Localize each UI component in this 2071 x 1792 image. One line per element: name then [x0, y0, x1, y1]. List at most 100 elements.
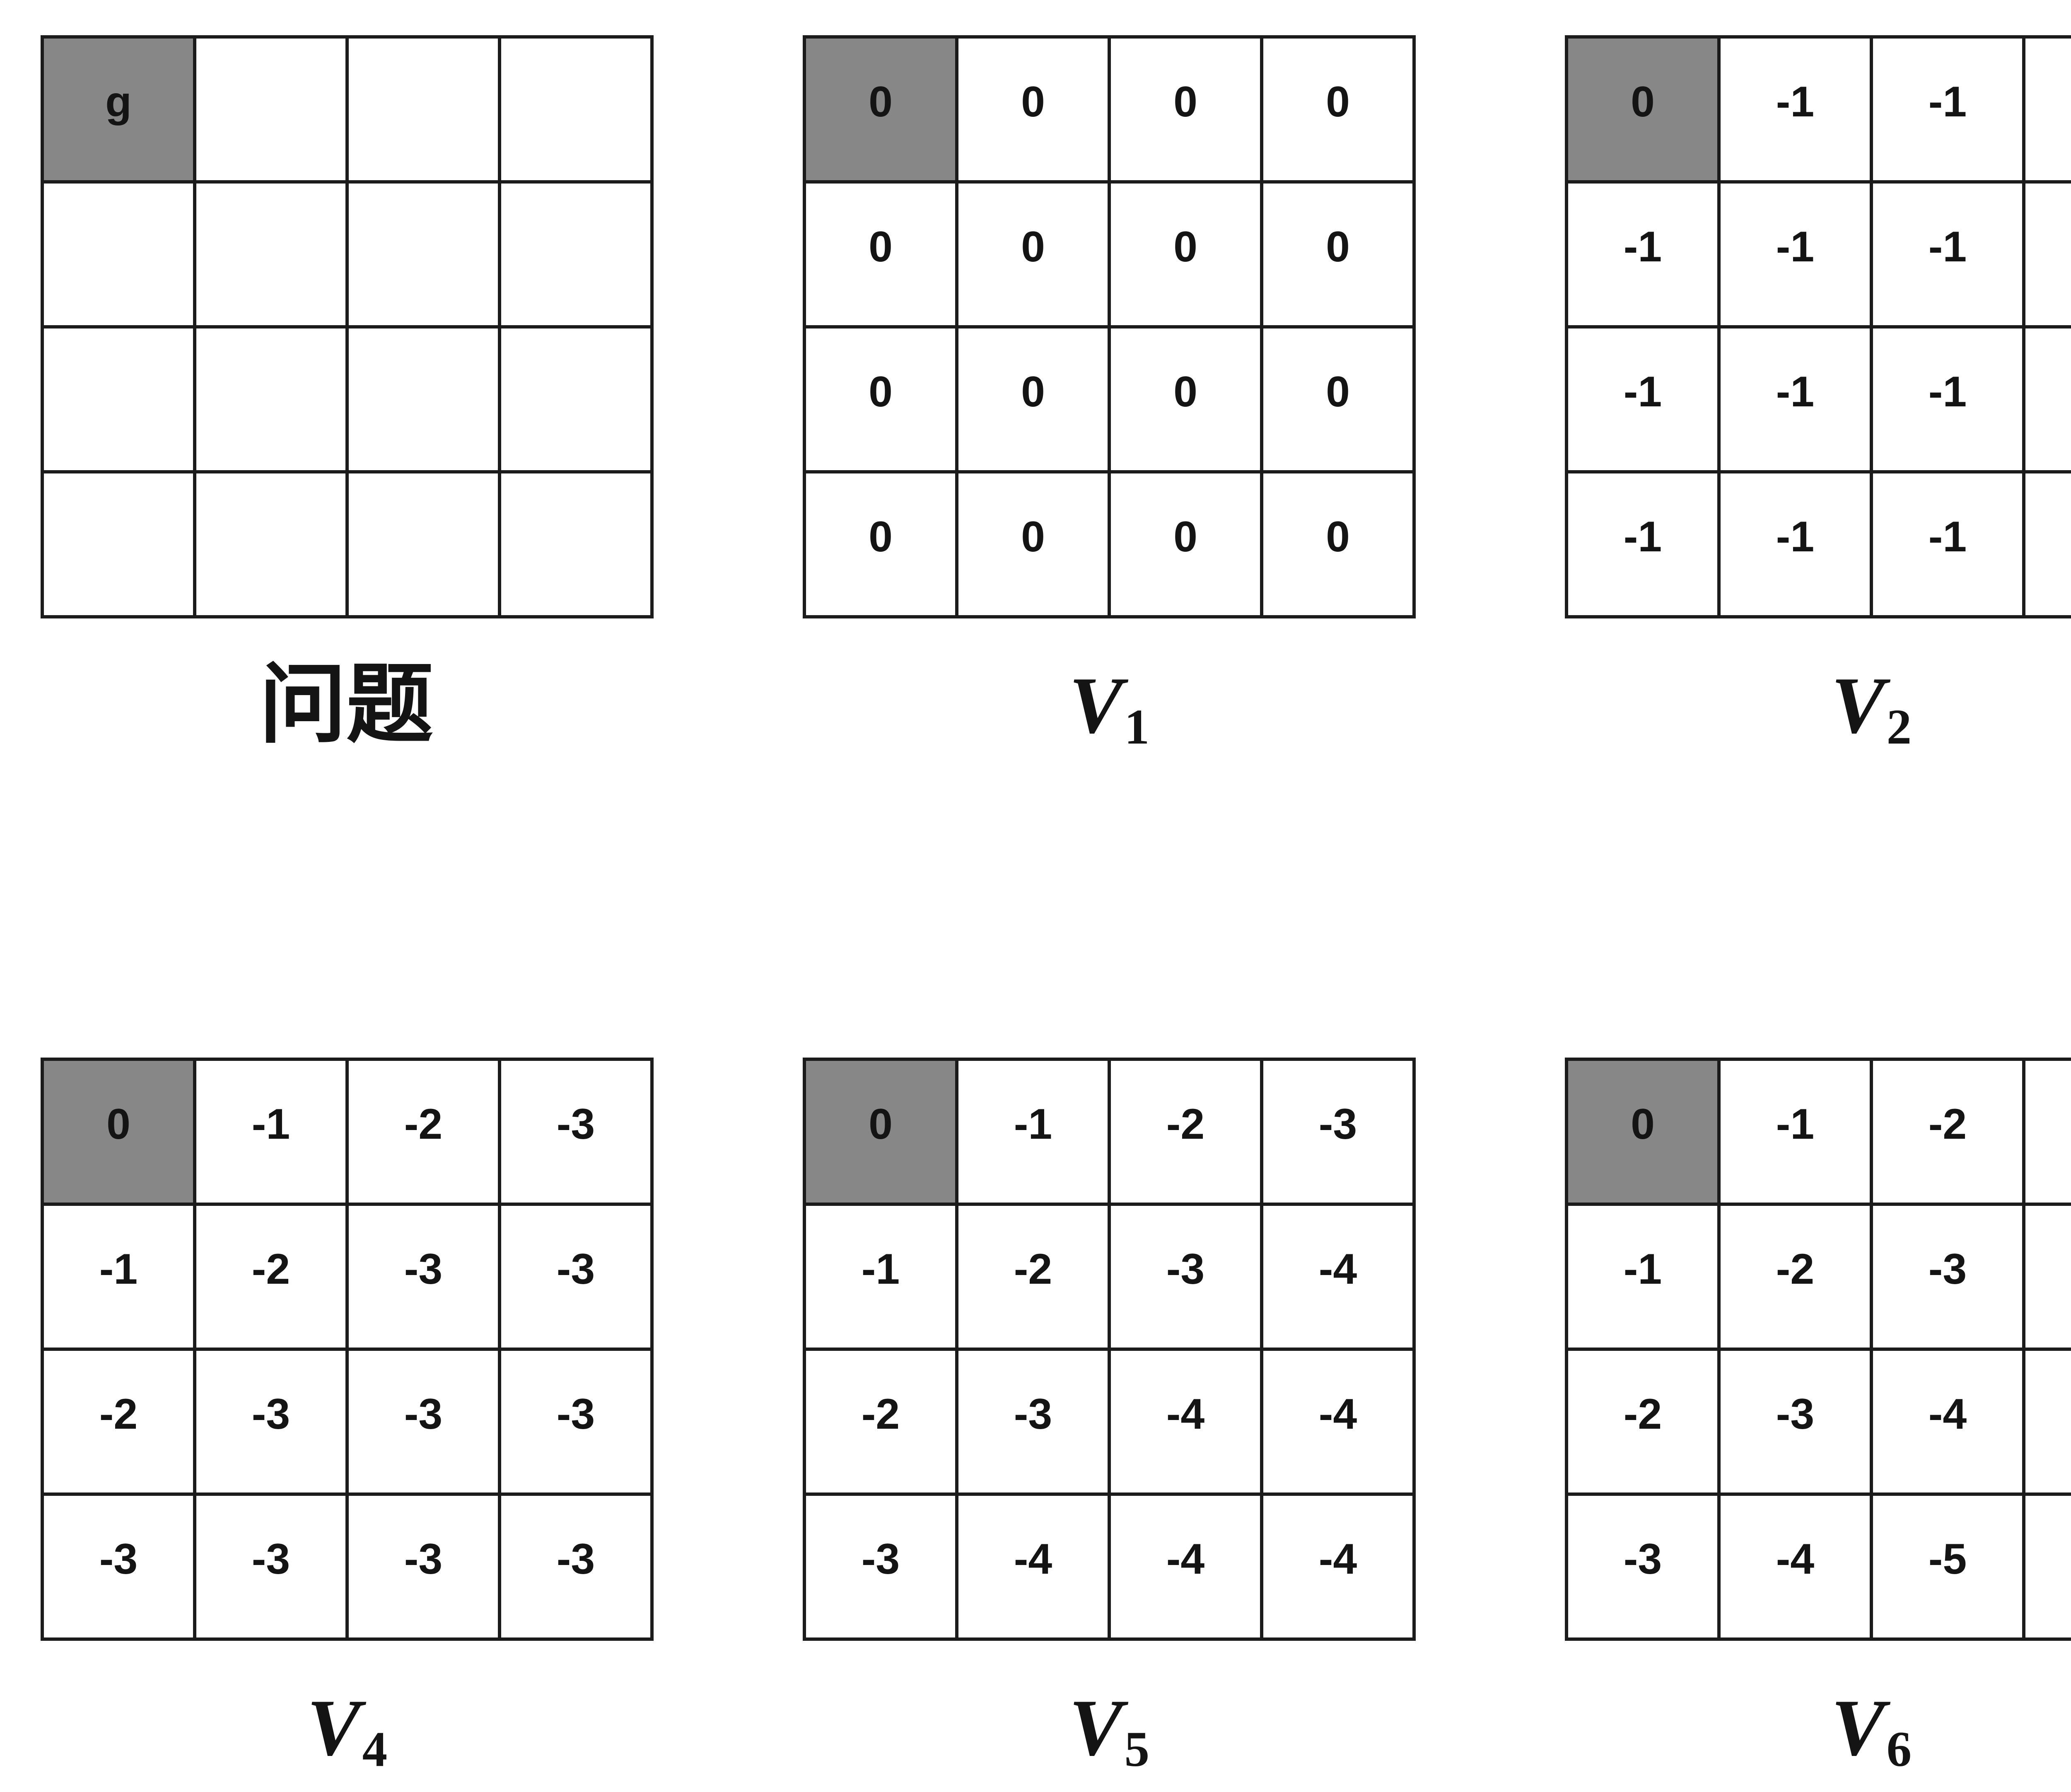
grid-cell: -1 [1565, 325, 1721, 473]
grid-cell [345, 180, 501, 328]
grid-cell: -3 [955, 1348, 1111, 1496]
grid-cell: -2 [41, 1348, 196, 1496]
grid-cell: -3 [1870, 1203, 2025, 1351]
grid-cell [498, 35, 654, 184]
grid-cell: 0 [1260, 35, 1416, 184]
grid-table-row: -1-2-3-4 [1565, 1203, 2071, 1351]
grid-table-row: g [41, 35, 654, 184]
grid-cell: -4 [2022, 1203, 2071, 1351]
grid-cell: -3 [803, 1493, 958, 1641]
grid-cell: -3 [1565, 1493, 1721, 1641]
grid-cell: -3 [193, 1493, 349, 1641]
grid-label-subscript: 5 [1124, 1721, 1150, 1777]
grid-cell: -1 [1717, 1058, 1873, 1206]
grid-cell [345, 325, 501, 473]
grid-label-text: V [1831, 1683, 1885, 1773]
grid-cell: -5 [1870, 1493, 2025, 1641]
grid-table-row: 0-1-2-3 [41, 1058, 654, 1206]
grid-cell: 0 [955, 180, 1111, 328]
goal-cell: 0 [1565, 1058, 1721, 1206]
grid-cell [345, 470, 501, 618]
grid-cell: 0 [1108, 325, 1263, 473]
grid-label: V4 [41, 1674, 654, 1790]
grid-cell: -3 [41, 1493, 196, 1641]
grid-cell: -3 [498, 1058, 654, 1206]
grid-label-text: V [1069, 661, 1123, 750]
grid-cell [498, 325, 654, 473]
grid-label-text: V [307, 1683, 361, 1773]
grid-cell: -4 [1260, 1348, 1416, 1496]
goal-cell: 0 [41, 1058, 196, 1206]
grid-cell: -3 [1108, 1203, 1263, 1351]
grid-table-row: -2-3-3-3 [41, 1348, 654, 1496]
grid-cell [193, 325, 349, 473]
grid-block: 0-1-2-3-1-2-3-3-2-3-3-3-3-3-3-3 V4 [41, 1058, 654, 1790]
value-grid-body: g [41, 35, 654, 618]
grid-cell: -1 [955, 1058, 1111, 1206]
grid-label-text: V [1831, 661, 1885, 750]
grid-table-row: 0-1-2-3 [1565, 1058, 2071, 1206]
grid-cell [498, 470, 654, 618]
grid-block: 0-1-2-3-1-2-3-4-2-3-4-5-3-4-5-5 V6 [1565, 1058, 2071, 1790]
grid-cell: -4 [1260, 1493, 1416, 1641]
goal-cell: 0 [803, 35, 958, 184]
grid-cell: -1 [2022, 325, 2071, 473]
value-grid-body: 0-1-2-3-1-2-3-4-2-3-4-5-3-4-5-5 [1565, 1058, 2071, 1641]
grid-cell: -3 [498, 1348, 654, 1496]
grid-table-row: -1-2-3-3 [41, 1203, 654, 1351]
grid-table-row: -3-4-5-5 [1565, 1493, 2071, 1641]
grid-cell: 0 [955, 35, 1111, 184]
grid-cell: -1 [41, 1203, 196, 1351]
grid-label: V5 [803, 1674, 1416, 1790]
grid-label-subscript: 2 [1886, 699, 1912, 755]
grid-cell: -3 [1260, 1058, 1416, 1206]
grid-cell: 0 [803, 180, 958, 328]
grid-cell: -1 [193, 1058, 349, 1206]
grid-label-text: V [1069, 1683, 1123, 1773]
grid-cell [193, 180, 349, 328]
grid-table-row: -3-4-4-4 [803, 1493, 1416, 1641]
grid-cell: -2 [1108, 1058, 1263, 1206]
grid-table-row: -2-3-4-5 [1565, 1348, 2071, 1496]
value-grid-table: 0-1-2-3-1-2-3-4-2-3-4-5-3-4-5-5 [1565, 1058, 2071, 1641]
grid-cell: -4 [1108, 1348, 1263, 1496]
value-grid-body: 0-1-2-3-1-2-3-4-2-3-4-4-3-4-4-4 [803, 1058, 1416, 1641]
goal-cell: g [41, 35, 196, 184]
grid-block: 0-1-2-3-1-2-3-4-2-3-4-4-3-4-4-4 V5 [803, 1058, 1416, 1790]
grid-cell [345, 35, 501, 184]
grid-cell: -1 [2022, 35, 2071, 184]
value-grid-body: 0-1-2-3-1-2-3-3-2-3-3-3-3-3-3-3 [41, 1058, 654, 1641]
grid-cell: -2 [345, 1058, 501, 1206]
grid-cell: -2 [1870, 1058, 2025, 1206]
grid-table-row: 0-1-1-1 [1565, 35, 2071, 184]
grid-cell: 0 [1260, 470, 1416, 618]
grid-cell: -3 [193, 1348, 349, 1496]
grid-label: V2 [1565, 652, 2071, 768]
value-grid-table: g [41, 35, 654, 618]
grid-cell: -2 [803, 1348, 958, 1496]
grid-cell: 0 [955, 470, 1111, 618]
grid-cell: -1 [1717, 35, 1873, 184]
grid-cell: -1 [1870, 35, 2025, 184]
grid-cell [498, 180, 654, 328]
grid-cell: -1 [1565, 1203, 1721, 1351]
value-grid-table: 0-1-2-3-1-2-3-4-2-3-4-4-3-4-4-4 [803, 1058, 1416, 1641]
grid-cell: 0 [803, 470, 958, 618]
grid-cell: -5 [2022, 1348, 2071, 1496]
grid-block: 0-1-1-1-1-1-1-1-1-1-1-1-1-1-1-1 V2 [1565, 35, 2071, 768]
grid-cell: -3 [1717, 1348, 1873, 1496]
grid-cell [193, 35, 349, 184]
grid-cell [41, 470, 196, 618]
grid-cell: -1 [803, 1203, 958, 1351]
grid-cell: -2 [193, 1203, 349, 1351]
grid-table-row [41, 180, 654, 328]
grid-label-subscript: 4 [362, 1721, 388, 1777]
grid-label: V6 [1565, 1674, 2071, 1790]
grid-table-row: -3-3-3-3 [41, 1493, 654, 1641]
